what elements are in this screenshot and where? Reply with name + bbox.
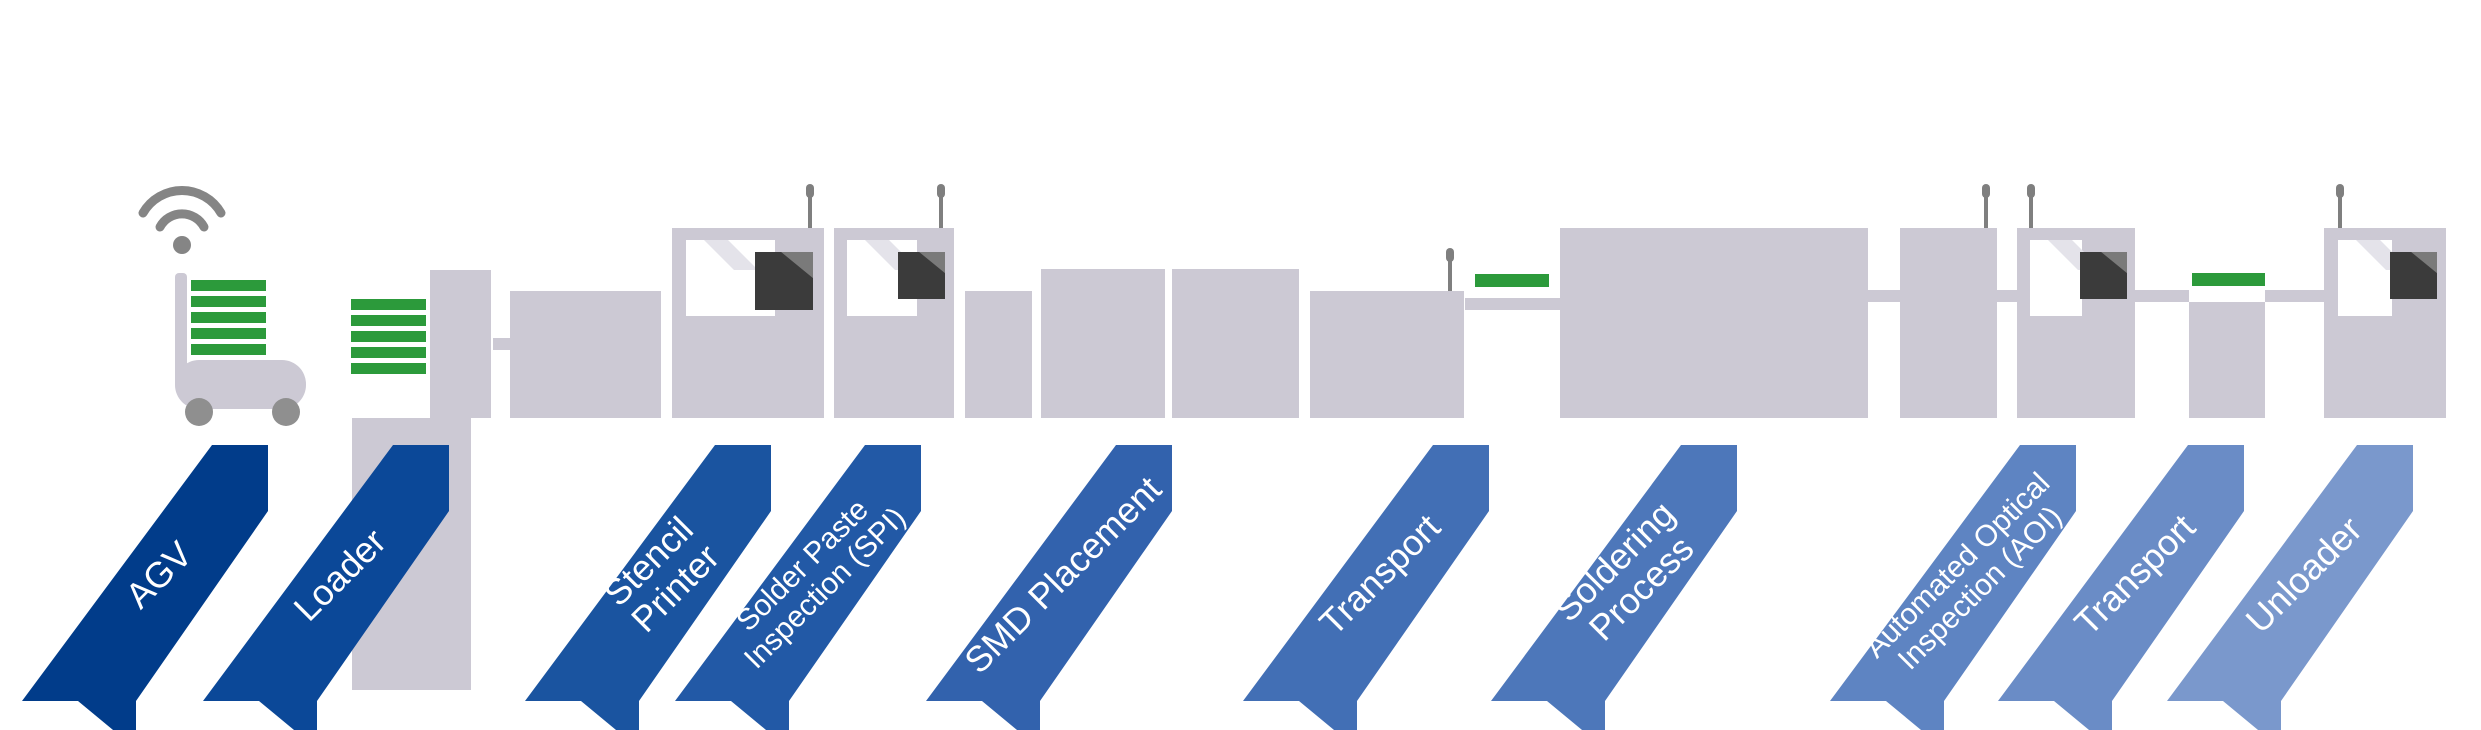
agv-body — [175, 360, 306, 409]
pcb-board — [351, 363, 426, 374]
buffer-module — [965, 291, 1032, 418]
pcb-board — [191, 344, 266, 355]
station-banner-smd-placement: SMD Placement — [926, 445, 1172, 730]
antenna-icon — [2027, 184, 2035, 228]
antenna-icon — [1982, 184, 1990, 228]
monitor-icon — [2390, 252, 2437, 299]
screen-reflection — [781, 252, 813, 279]
banner-shape — [525, 445, 771, 730]
pcb-board — [191, 296, 266, 307]
pcb-board — [351, 315, 426, 326]
banner-shape — [926, 445, 1172, 730]
pcb-board — [351, 299, 426, 310]
wifi-dot — [173, 236, 191, 254]
banner-shape — [1998, 445, 2244, 730]
pcb-board — [191, 312, 266, 323]
monitor-icon — [898, 252, 945, 299]
window-glare — [704, 240, 758, 270]
pcb-board-on-conveyor — [2192, 273, 2265, 286]
transport-conveyor-2 — [2189, 302, 2265, 418]
reflow-soldering-oven — [1560, 228, 1868, 418]
monitor-icon — [755, 252, 813, 310]
station-banner-stencil-printer: StencilPrinter — [525, 445, 771, 730]
conveyor-rail — [493, 338, 511, 350]
conveyor-rail — [1997, 290, 2017, 302]
banner-shape — [2167, 445, 2413, 730]
pcb-board — [351, 347, 426, 358]
station-banner-soldering-process: SolderingProcess — [1491, 445, 1737, 730]
banner-shape — [1830, 445, 2076, 730]
pcb-board — [191, 280, 266, 291]
antenna-icon — [937, 184, 945, 228]
screen-reflection — [2411, 252, 2437, 274]
antenna-tip — [937, 184, 945, 198]
banner-shape — [1243, 445, 1489, 730]
wifi-outer-arc — [138, 186, 226, 218]
cooling-module — [1900, 228, 1997, 418]
pcb-board — [191, 328, 266, 339]
screen-reflection — [2101, 252, 2127, 274]
wifi-inner-arc — [155, 209, 209, 232]
antenna-tip — [1446, 248, 1454, 262]
banner-shape — [22, 445, 268, 730]
smd-placement-machine-2 — [1172, 269, 1299, 418]
banner-shape — [1491, 445, 1737, 730]
pcb-board-on-conveyor — [1475, 274, 1549, 287]
banner-shape — [203, 445, 449, 730]
agv-wheel — [272, 398, 300, 426]
pcb-board — [351, 331, 426, 342]
antenna-icon — [806, 184, 814, 228]
conveyor-rail — [1868, 290, 1900, 302]
antenna-tip — [2027, 184, 2035, 198]
antenna-tip — [1982, 184, 1990, 198]
station-banner-transport-1: Transport — [1243, 445, 1489, 730]
conveyor-rail — [1465, 298, 1560, 310]
transport-conveyor-module — [510, 291, 661, 418]
antenna-tip — [806, 184, 814, 198]
screen-reflection — [919, 252, 945, 274]
monitor-icon — [2080, 252, 2127, 299]
loader-tower — [430, 270, 491, 418]
agv-wheel — [185, 398, 213, 426]
antenna-icon — [2336, 184, 2344, 228]
antenna-tip — [2336, 184, 2344, 198]
antenna-icon — [1446, 248, 1454, 291]
agv-mast — [175, 273, 187, 388]
conveyor-rail — [2135, 290, 2189, 302]
transport-conveyor-1 — [1310, 291, 1464, 418]
smd-placement-machine-1 — [1041, 269, 1165, 418]
banner-shape — [675, 445, 921, 730]
wifi-icon — [138, 186, 226, 254]
conveyor-rail — [2265, 290, 2324, 302]
